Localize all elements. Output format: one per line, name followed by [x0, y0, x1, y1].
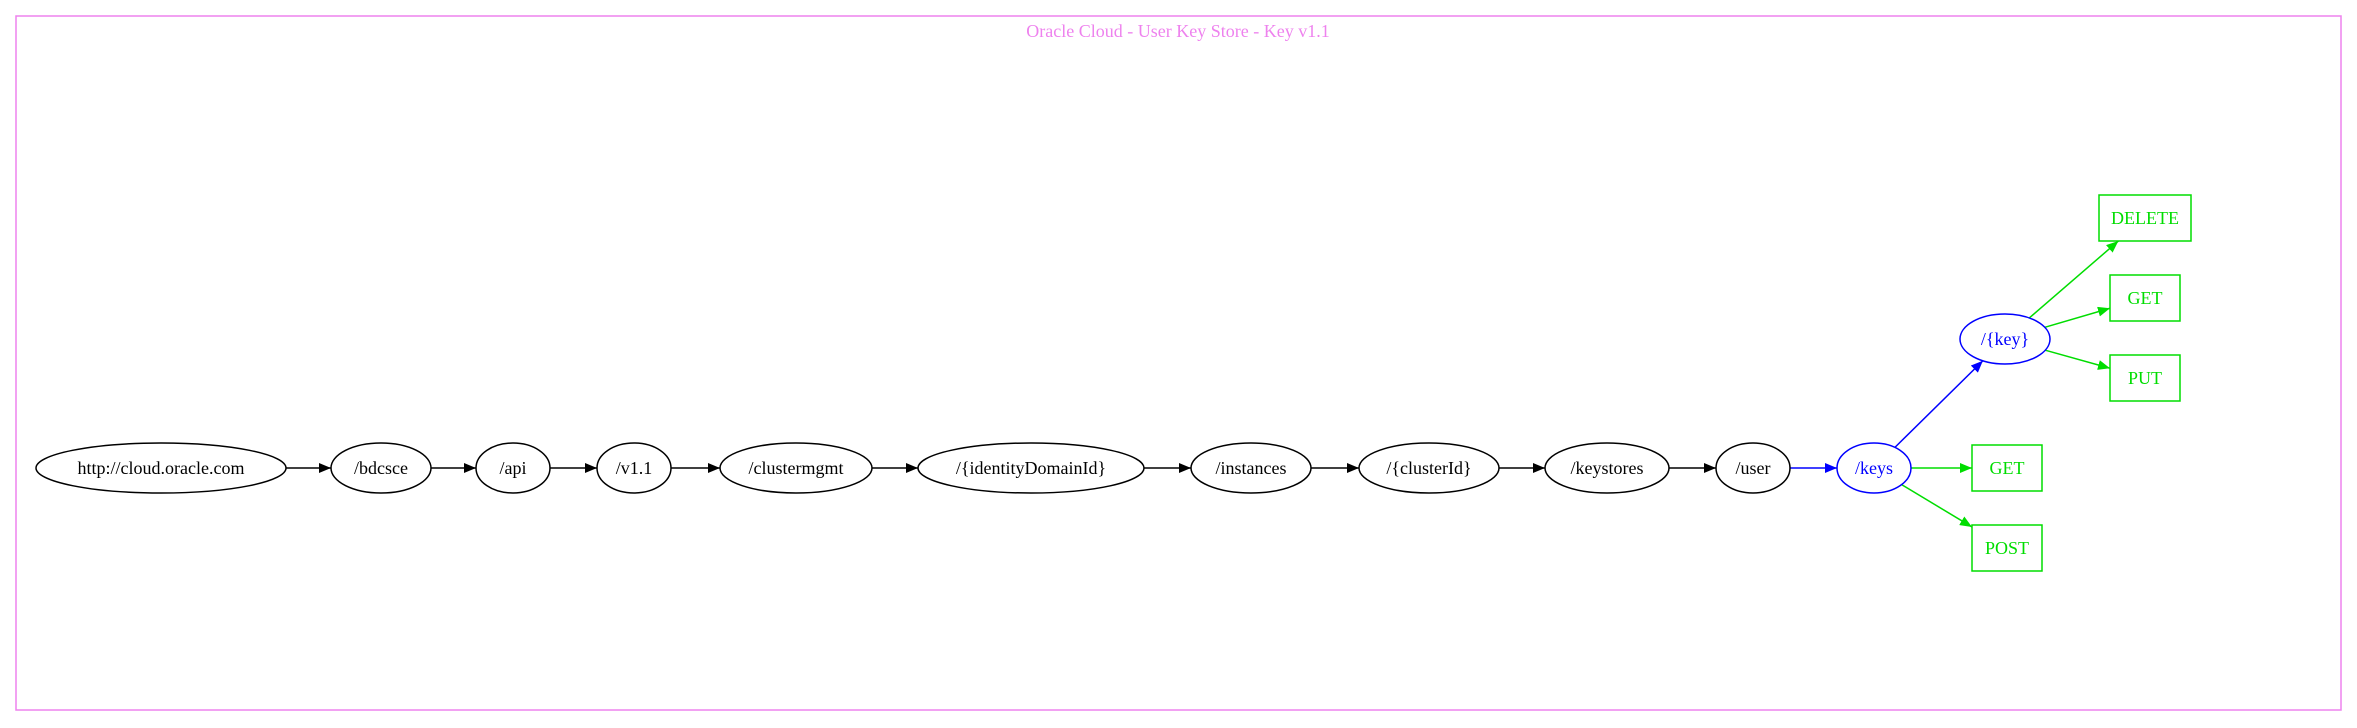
diagram-title: Oracle Cloud - User Key Store - Key v1.1 [1026, 21, 1329, 41]
node-shape-key_put [2109, 354, 2181, 402]
node-label-keys: /keys [1855, 458, 1893, 478]
node-label-bdcsce: /bdcsce [354, 458, 408, 478]
node-shape-bdcsce [330, 442, 432, 494]
path-node-instances: /instances [1190, 442, 1312, 494]
node-label-key_delete: DELETE [2111, 208, 2179, 228]
node-shape-v11 [596, 442, 672, 494]
node-shape-keys_get [1971, 444, 2043, 492]
method-node-key_put: PUT [2109, 354, 2181, 402]
edge-keys-to-key [1894, 360, 1984, 448]
node-shape-user [1715, 442, 1791, 494]
path-node-v11: /v1.1 [596, 442, 672, 494]
node-label-clusterid: /{clusterId} [1386, 458, 1471, 478]
method-node-key_get: GET [2109, 274, 2181, 322]
path-node-root: http://cloud.oracle.com [35, 442, 287, 494]
edge-key-to-key_get [2044, 306, 2111, 329]
node-label-keystores: /keystores [1571, 458, 1644, 478]
node-label-keys_post: POST [1985, 538, 2029, 558]
path-node-clusterid: /{clusterId} [1358, 442, 1500, 494]
node-shape-clusterid [1358, 442, 1500, 494]
node-label-clustermgmt: /clustermgmt [749, 458, 844, 478]
node-shape-key [1959, 313, 2051, 365]
path-node-api: /api [475, 442, 551, 494]
path-node-clustermgmt: /clustermgmt [719, 442, 873, 494]
node-label-key_get: GET [2128, 288, 2163, 308]
path-node-bdcsce: /bdcsce [330, 442, 432, 494]
node-shape-root [35, 442, 287, 494]
edge-key-to-key_put [2045, 349, 2111, 370]
node-shape-clustermgmt [719, 442, 873, 494]
path-node-keys: /keys [1836, 442, 1912, 494]
node-label-v11: /v1.1 [616, 458, 653, 478]
node-shape-keystores [1544, 442, 1670, 494]
cluster-frame [15, 15, 2342, 711]
node-shape-key_get [2109, 274, 2181, 322]
path-node-keystores: /keystores [1544, 442, 1670, 494]
path-node-identity: /{identityDomainId} [917, 442, 1145, 494]
node-label-root: http://cloud.oracle.com [78, 458, 245, 478]
method-node-keys_get: GET [1971, 444, 2043, 492]
node-label-key_put: PUT [2128, 368, 2162, 388]
node-shape-key_delete [2098, 194, 2192, 242]
node-label-identity: /{identityDomainId} [956, 458, 1106, 478]
node-shape-keys [1836, 442, 1912, 494]
node-label-key: /{key} [1981, 329, 2029, 349]
method-node-key_delete: DELETE [2098, 194, 2192, 242]
path-node-key: /{key} [1959, 313, 2051, 365]
node-label-instances: /instances [1216, 458, 1287, 478]
node-shape-keys_post [1971, 524, 2043, 572]
node-label-user: /user [1736, 458, 1771, 478]
node-label-api: /api [500, 458, 527, 478]
edge-key-to-key_delete [2028, 240, 2119, 319]
node-shape-identity [917, 442, 1145, 494]
node-shape-instances [1190, 442, 1312, 494]
node-label-keys_get: GET [1990, 458, 2025, 478]
node-shape-api [475, 442, 551, 494]
edge-keys-to-keys_post [1901, 483, 1973, 528]
path-node-user: /user [1715, 442, 1791, 494]
method-node-keys_post: POST [1971, 524, 2043, 572]
